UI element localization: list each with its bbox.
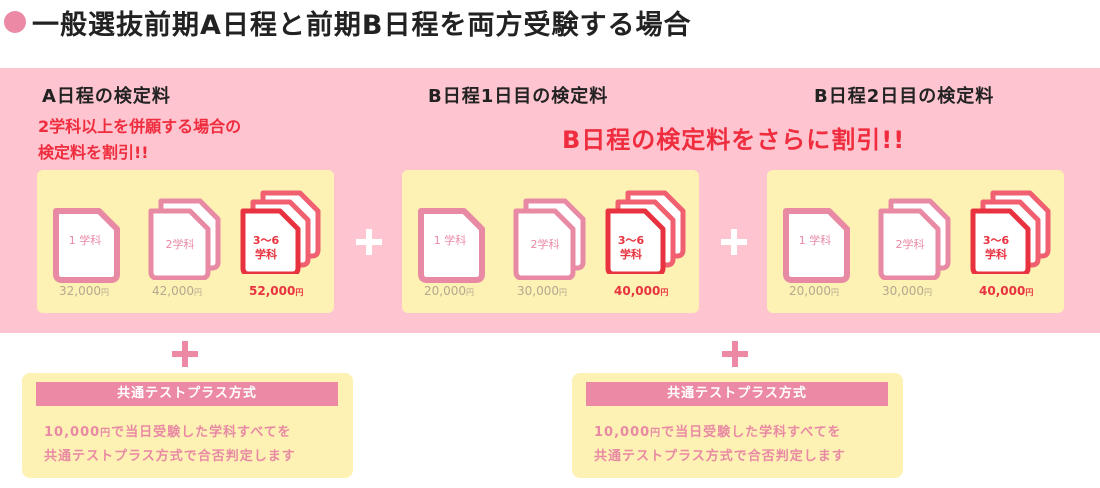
- doc-label-line: 3〜6: [982, 234, 1010, 247]
- box-header: 共通テストプラス方式: [36, 382, 338, 406]
- doc-label-line: 学科: [620, 248, 642, 261]
- a-discount-note: 2学科以上を併願する場合の 検定料を割引!!: [38, 114, 241, 166]
- fee-panel-b1: 1 学科 2学科 3〜6 学科 20,000円 30,000円 40,000円: [402, 170, 699, 313]
- document-1-icon: 1 学科: [49, 204, 135, 290]
- kyotsu-test-plus-box-a: 共通テストプラス方式 10,000円で当日受験した学科すべてを 共通テストプラス…: [22, 373, 353, 478]
- box-description: 10,000円で当日受験した学科すべてを 共通テストプラス方式で合否判定します: [44, 425, 296, 464]
- price-1: 20,000円: [789, 284, 839, 298]
- column-label-a: A日程の検定料: [42, 86, 171, 107]
- price-3-6: 52,000円: [249, 284, 304, 298]
- document-3-6-icon: 3〜6 学科: [968, 188, 1054, 274]
- document-3-6-icon: 3〜6 学科: [238, 188, 324, 274]
- fee-panel-a: 1 学科 2学科 3〜6 学科 32,000円 42,000円 52,000円: [37, 170, 334, 313]
- document-1-icon: 1 学科: [414, 204, 500, 290]
- doc-label: 2学科: [530, 238, 560, 251]
- price-3-6: 40,000円: [979, 284, 1034, 298]
- doc-label-line: 3〜6: [617, 234, 645, 247]
- price-1: 32,000円: [59, 284, 109, 298]
- doc-label: 1 学科: [68, 234, 102, 247]
- doc-label: 2学科: [895, 238, 925, 251]
- bullet-circle-icon: [4, 11, 26, 33]
- kyotsu-test-plus-box-b: 共通テストプラス方式 10,000円で当日受験した学科すべてを 共通テストプラス…: [572, 373, 903, 478]
- price-2: 30,000円: [882, 284, 932, 298]
- plus-icon: [721, 229, 747, 255]
- a-discount-note-line: 検定料を割引!!: [38, 143, 149, 162]
- column-label-b2: B日程2日目の検定料: [814, 86, 995, 107]
- title-row: 一般選抜前期A日程と前期B日程を両方受験する場合: [4, 4, 692, 41]
- doc-label: 1 学科: [433, 234, 467, 247]
- document-2-icon: 2学科: [874, 194, 960, 280]
- doc-label: 1 学科: [798, 234, 832, 247]
- price-1: 20,000円: [424, 284, 474, 298]
- doc-label: 3〜6 学科: [244, 234, 288, 262]
- document-2-icon: 2学科: [144, 194, 230, 280]
- doc-label-line: 学科: [255, 248, 277, 261]
- document-2-icon: 2学科: [509, 194, 595, 280]
- doc-label: 2学科: [165, 238, 195, 251]
- doc-label-line: 学科: [985, 248, 1007, 261]
- plus-icon: [722, 341, 748, 367]
- price-2: 30,000円: [517, 284, 567, 298]
- b-discount-note: B日程の検定料をさらに割引!!: [562, 126, 906, 154]
- price-2: 42,000円: [152, 284, 202, 298]
- doc-label-line: 3〜6: [252, 234, 280, 247]
- fee-panel-b2: 1 学科 2学科 3〜6 学科 20,000円 30,000円 40,000円: [767, 170, 1064, 313]
- page-title: 一般選抜前期A日程と前期B日程を両方受験する場合: [32, 9, 692, 41]
- price-3-6: 40,000円: [614, 284, 669, 298]
- a-discount-note-line: 2学科以上を併願する場合の: [38, 117, 242, 136]
- doc-label: 3〜6 学科: [609, 234, 653, 262]
- box-header: 共通テストプラス方式: [586, 382, 888, 406]
- doc-label: 3〜6 学科: [974, 234, 1018, 262]
- plus-icon: [356, 229, 382, 255]
- plus-icon: [172, 341, 198, 367]
- document-3-6-icon: 3〜6 学科: [603, 188, 689, 274]
- box-description: 10,000円で当日受験した学科すべてを 共通テストプラス方式で合否判定します: [594, 425, 846, 464]
- column-label-b1: B日程1日目の検定料: [428, 86, 609, 107]
- document-1-icon: 1 学科: [779, 204, 865, 290]
